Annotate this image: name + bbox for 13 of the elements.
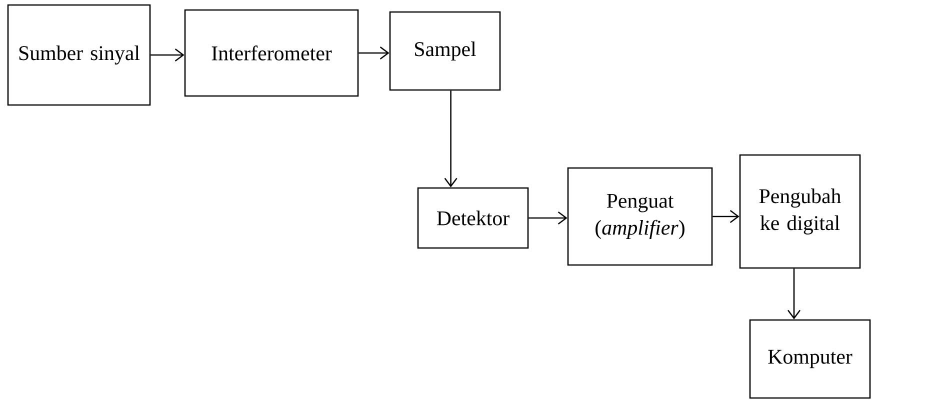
arrow: [150, 48, 184, 62]
process-box: Interferometer: [184, 9, 359, 97]
process-box: Sampel: [389, 11, 501, 91]
process-box: Komputer: [749, 319, 871, 399]
process-box: Pengubah ke digital: [739, 154, 861, 269]
arrow: [358, 46, 390, 60]
process-box: Sumber sinyal: [7, 4, 151, 106]
arrow: [787, 268, 801, 320]
process-box: Detektor: [417, 187, 529, 249]
arrow: [444, 90, 458, 188]
process-box: Penguat (amplifier): [567, 167, 713, 266]
arrow: [528, 211, 568, 225]
arrow: [712, 210, 740, 224]
